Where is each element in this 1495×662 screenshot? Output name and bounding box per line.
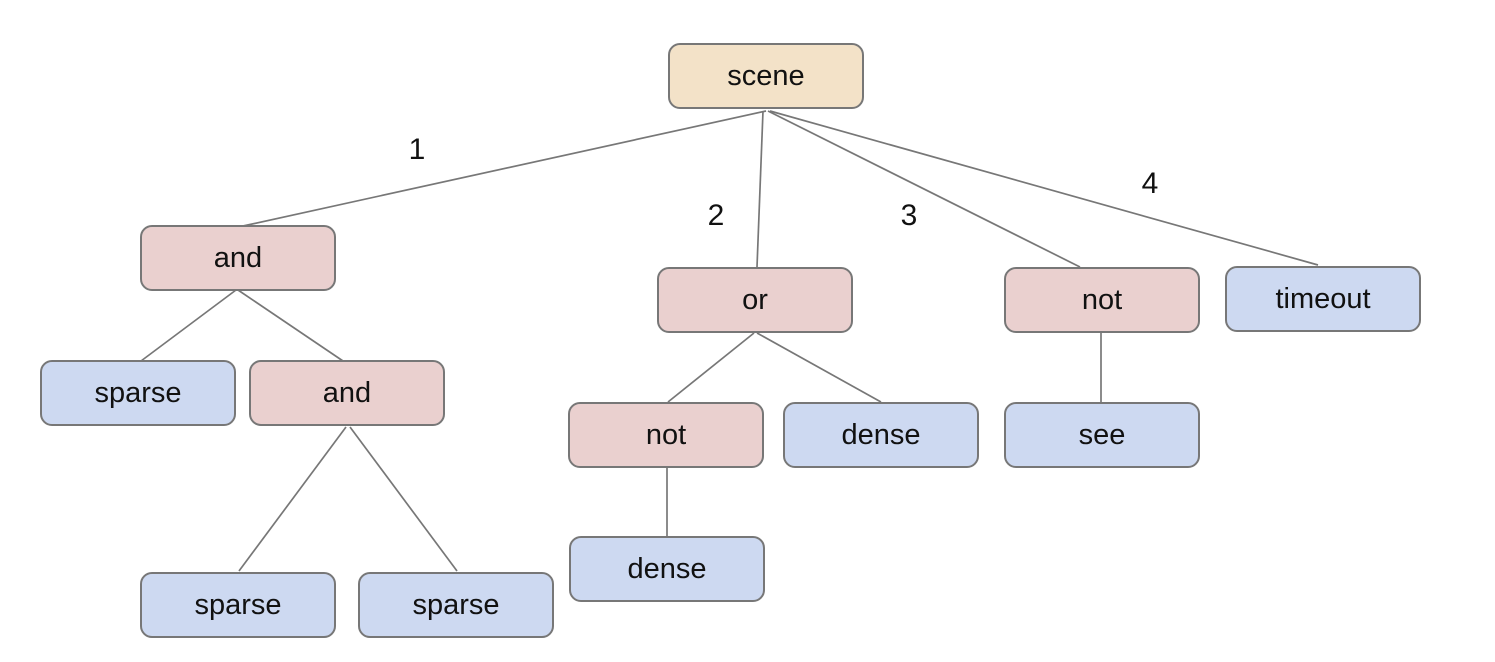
node-sparse-3: sparse <box>358 572 554 638</box>
edge-label-3: 3 <box>900 199 918 232</box>
edge-or-dense1 <box>756 332 882 403</box>
node-timeout: timeout <box>1225 266 1421 332</box>
node-not-1: not <box>1004 267 1200 333</box>
edge-scene-and1 <box>242 110 767 227</box>
node-dense-2: dense <box>569 536 765 602</box>
edge-label-2: 2 <box>707 199 725 232</box>
edge-label-4: 4 <box>1141 167 1159 200</box>
node-sparse-2: sparse <box>140 572 336 638</box>
edge-scene-or <box>756 110 764 268</box>
edge-scene-not1 <box>767 110 1081 268</box>
edge-scene-timeout <box>769 110 1319 266</box>
node-and-2: and <box>249 360 445 426</box>
edge-label-1: 1 <box>408 133 426 166</box>
node-dense-1: dense <box>783 402 979 468</box>
node-not-2: not <box>568 402 764 468</box>
node-or: or <box>657 267 853 333</box>
node-sparse-1: sparse <box>40 360 236 426</box>
edge-and2-sparse2 <box>238 426 347 572</box>
node-scene: scene <box>668 43 864 109</box>
edge-or-not2 <box>667 332 755 403</box>
node-see: see <box>1004 402 1200 468</box>
node-and-1: and <box>140 225 336 291</box>
edge-and1-sparse1 <box>140 289 237 362</box>
edge-and2-sparse3 <box>349 426 458 572</box>
edge-and1-and2 <box>237 289 344 362</box>
